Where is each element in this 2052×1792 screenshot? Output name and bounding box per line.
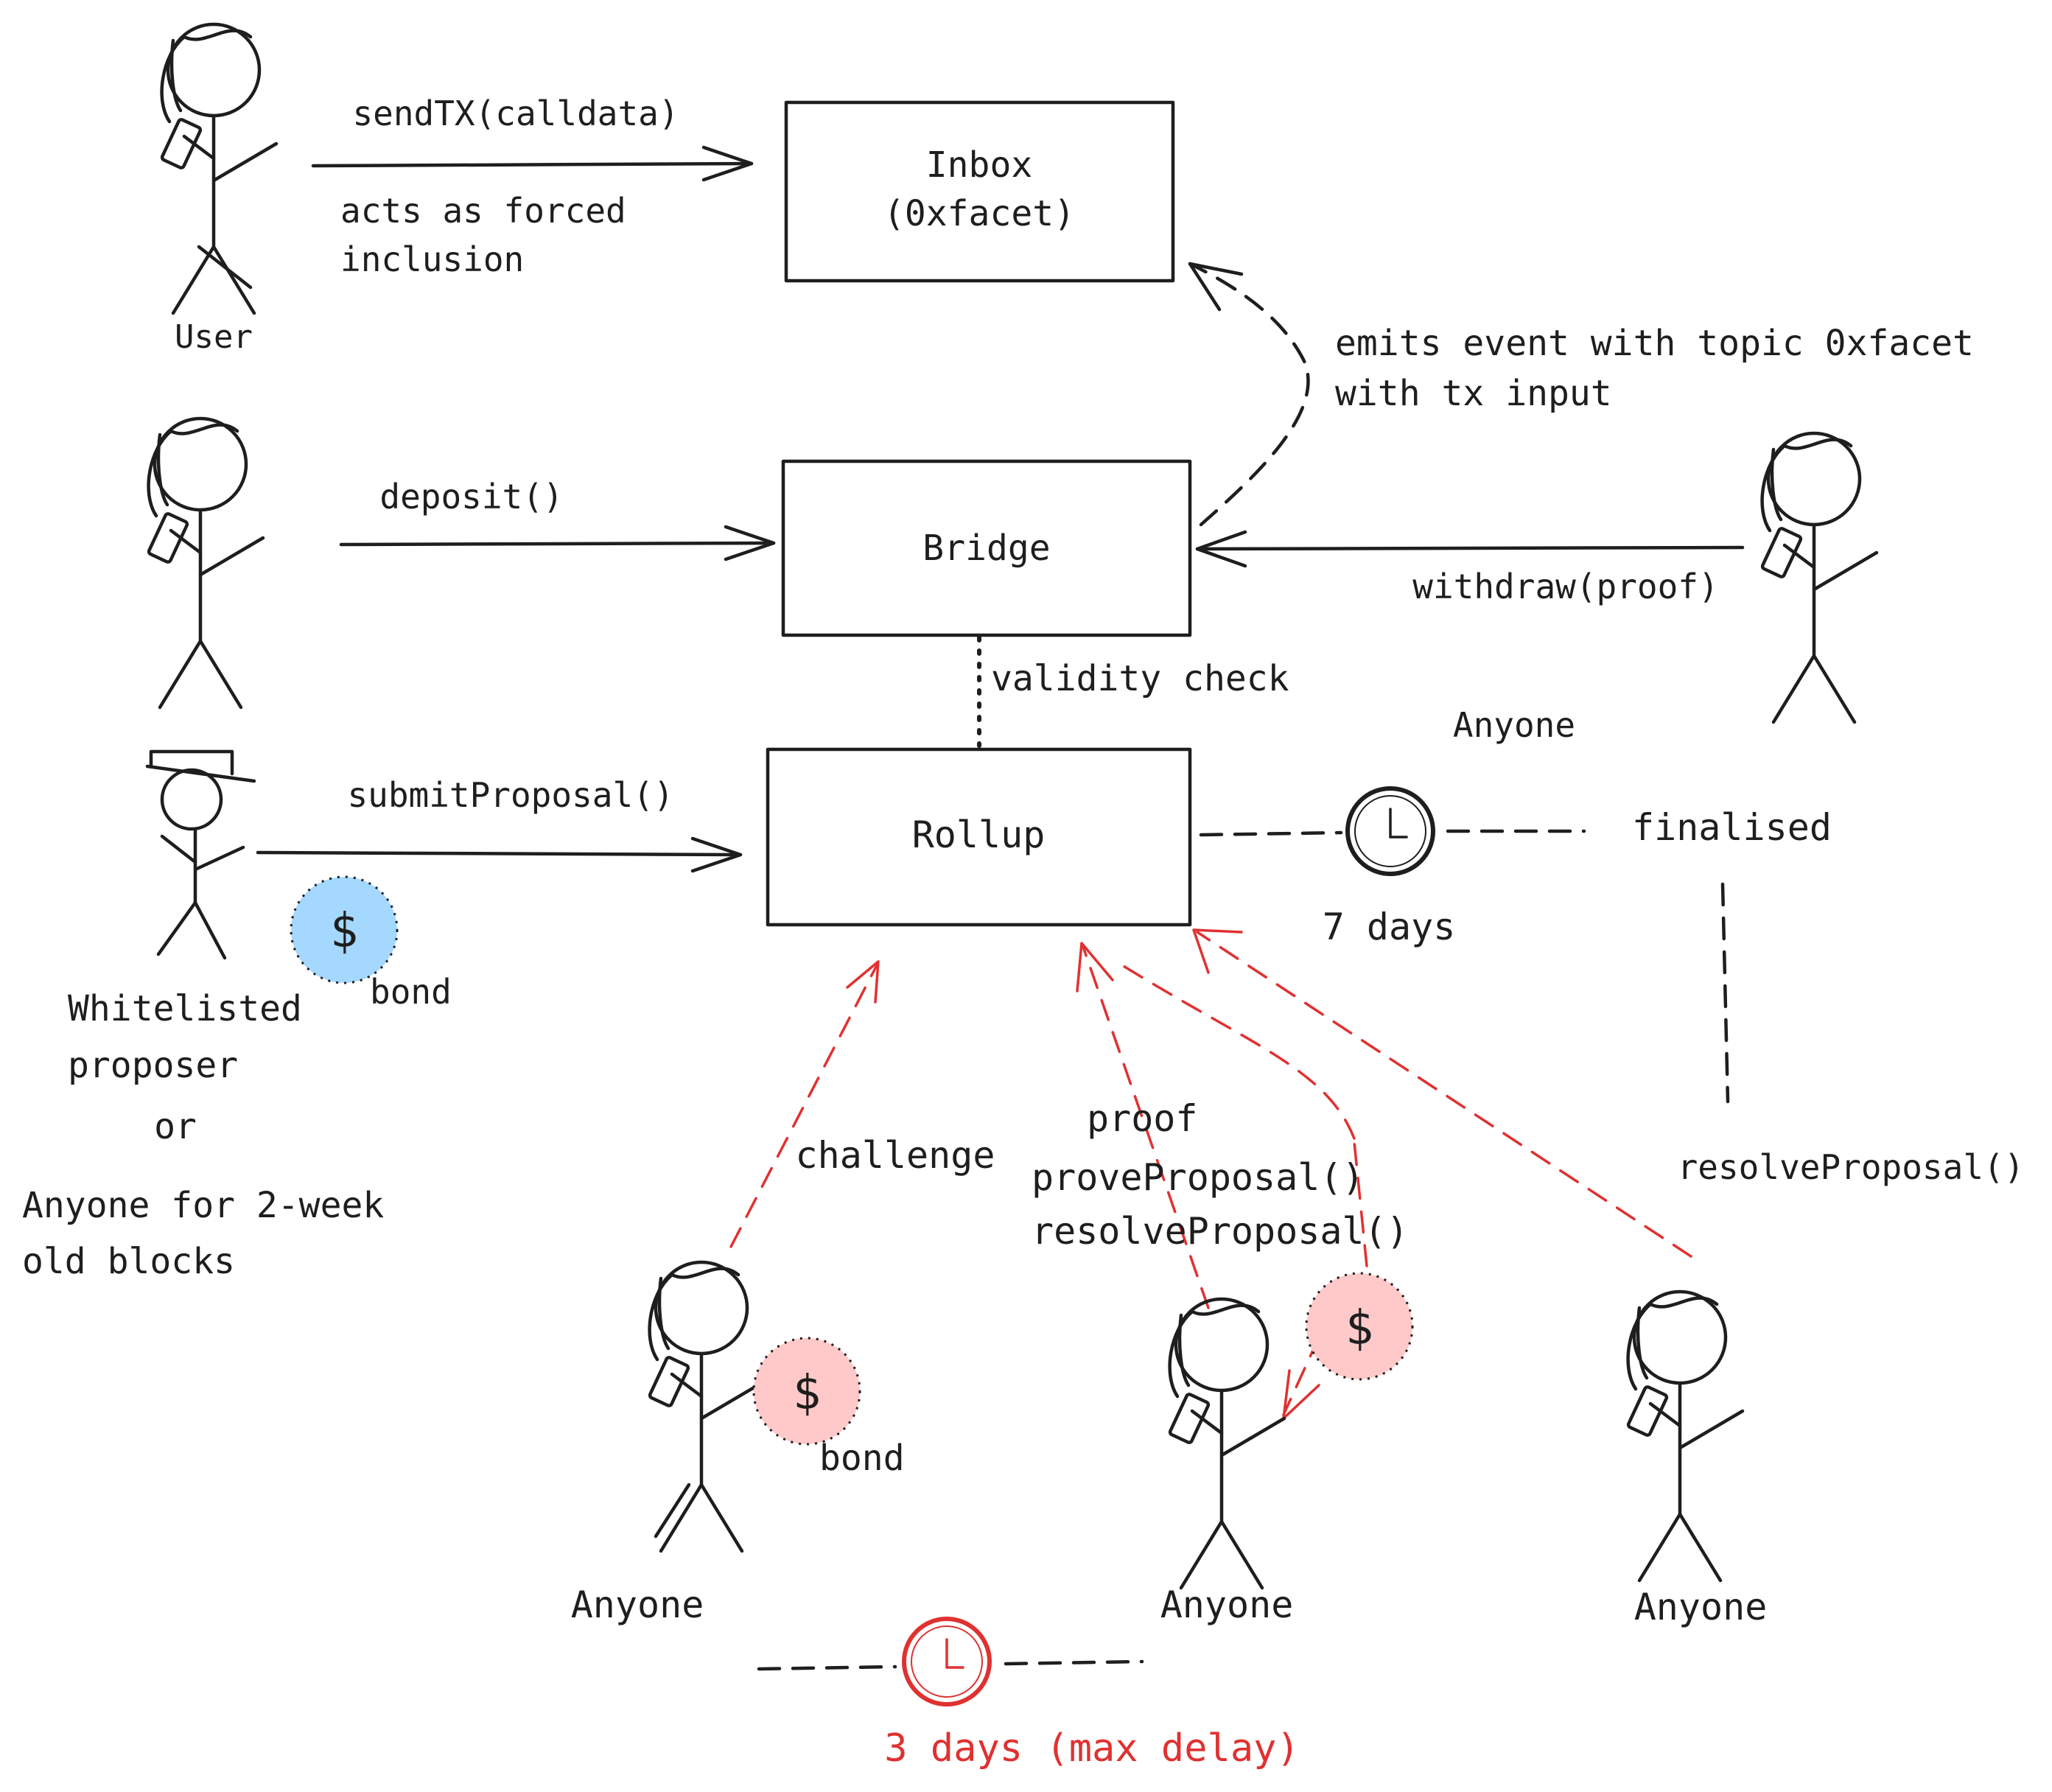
withdraw-label: withdraw(proof) xyxy=(1412,567,1718,606)
inbox-address: (0xfacet) xyxy=(883,193,1075,234)
challenger-coin-dollar: $ xyxy=(793,1366,822,1421)
three-days-label: 3 days (max delay) xyxy=(884,1726,1300,1771)
proposer-coin-dollar: $ xyxy=(330,904,359,959)
withdrawer-figure-icon xyxy=(1762,433,1877,722)
prover-coin-dollar: $ xyxy=(1345,1301,1374,1356)
emits-line2: with tx input xyxy=(1335,373,1612,414)
proof-label-2: proveProposal() xyxy=(1032,1156,1365,1199)
proposer-bond-label: bond xyxy=(370,972,452,1012)
proof-label-1: proof xyxy=(1087,1097,1198,1140)
deposit-label: deposit() xyxy=(379,477,563,517)
finalised-label: finalised xyxy=(1632,806,1832,849)
prover-figure-icon xyxy=(1169,1299,1284,1588)
user-label: User xyxy=(175,318,253,356)
inbox-box: Inbox (0xfacet) xyxy=(784,100,1175,283)
challenger-bond-coin-icon: $ xyxy=(752,1337,861,1446)
bridge-box: Bridge xyxy=(781,459,1192,637)
user-figure-icon xyxy=(161,24,276,313)
proposer-label-2: proposer xyxy=(68,1045,238,1086)
forced-inclusion-line1: acts as forced xyxy=(340,191,626,231)
challenger-label: Anyone xyxy=(571,1583,704,1626)
inbox-title: Inbox xyxy=(926,144,1033,186)
send-tx-label: sendTX(calldata) xyxy=(352,94,679,133)
withdrawer-label: Anyone xyxy=(1453,705,1575,745)
rollup-box: Rollup xyxy=(766,747,1192,927)
validity-check-label: validity check xyxy=(991,658,1289,699)
proposer-figure-icon xyxy=(145,749,256,960)
forced-inclusion-line2: inclusion xyxy=(340,239,524,279)
emits-line1: emits event with topic 0xfacet xyxy=(1335,323,1974,364)
prover-bond-coin-icon: $ xyxy=(1305,1272,1414,1381)
resolve-proposal-label: resolveProposal() xyxy=(1678,1147,2025,1187)
proposer-bond-coin-icon: $ xyxy=(290,875,399,984)
proposer-label-5: old blocks xyxy=(22,1241,235,1282)
proposer-label-1: Whitelisted xyxy=(68,988,302,1029)
submit-proposal-label: submitProposal() xyxy=(347,775,673,815)
proof-label-3: resolveProposal() xyxy=(1032,1210,1409,1253)
resolver-label: Anyone xyxy=(1634,1586,1768,1628)
challenger-bond-label: bond xyxy=(819,1438,905,1479)
proposer-label-3: or xyxy=(154,1106,197,1147)
challenge-label: challenge xyxy=(796,1134,995,1177)
resolver-figure-icon xyxy=(1628,1292,1743,1581)
challenger-figure-icon xyxy=(649,1262,764,1551)
bridge-title: Bridge xyxy=(922,528,1050,569)
seven-days-clock-icon xyxy=(1348,788,1433,874)
depositor-figure-icon xyxy=(148,419,263,707)
seven-days-label: 7 days xyxy=(1323,906,1456,948)
rollup-title: Rollup xyxy=(912,813,1046,856)
prover-label: Anyone xyxy=(1160,1583,1294,1626)
three-days-clock-icon xyxy=(904,1619,990,1704)
proposer-label-4: Anyone for 2-week xyxy=(22,1185,384,1226)
